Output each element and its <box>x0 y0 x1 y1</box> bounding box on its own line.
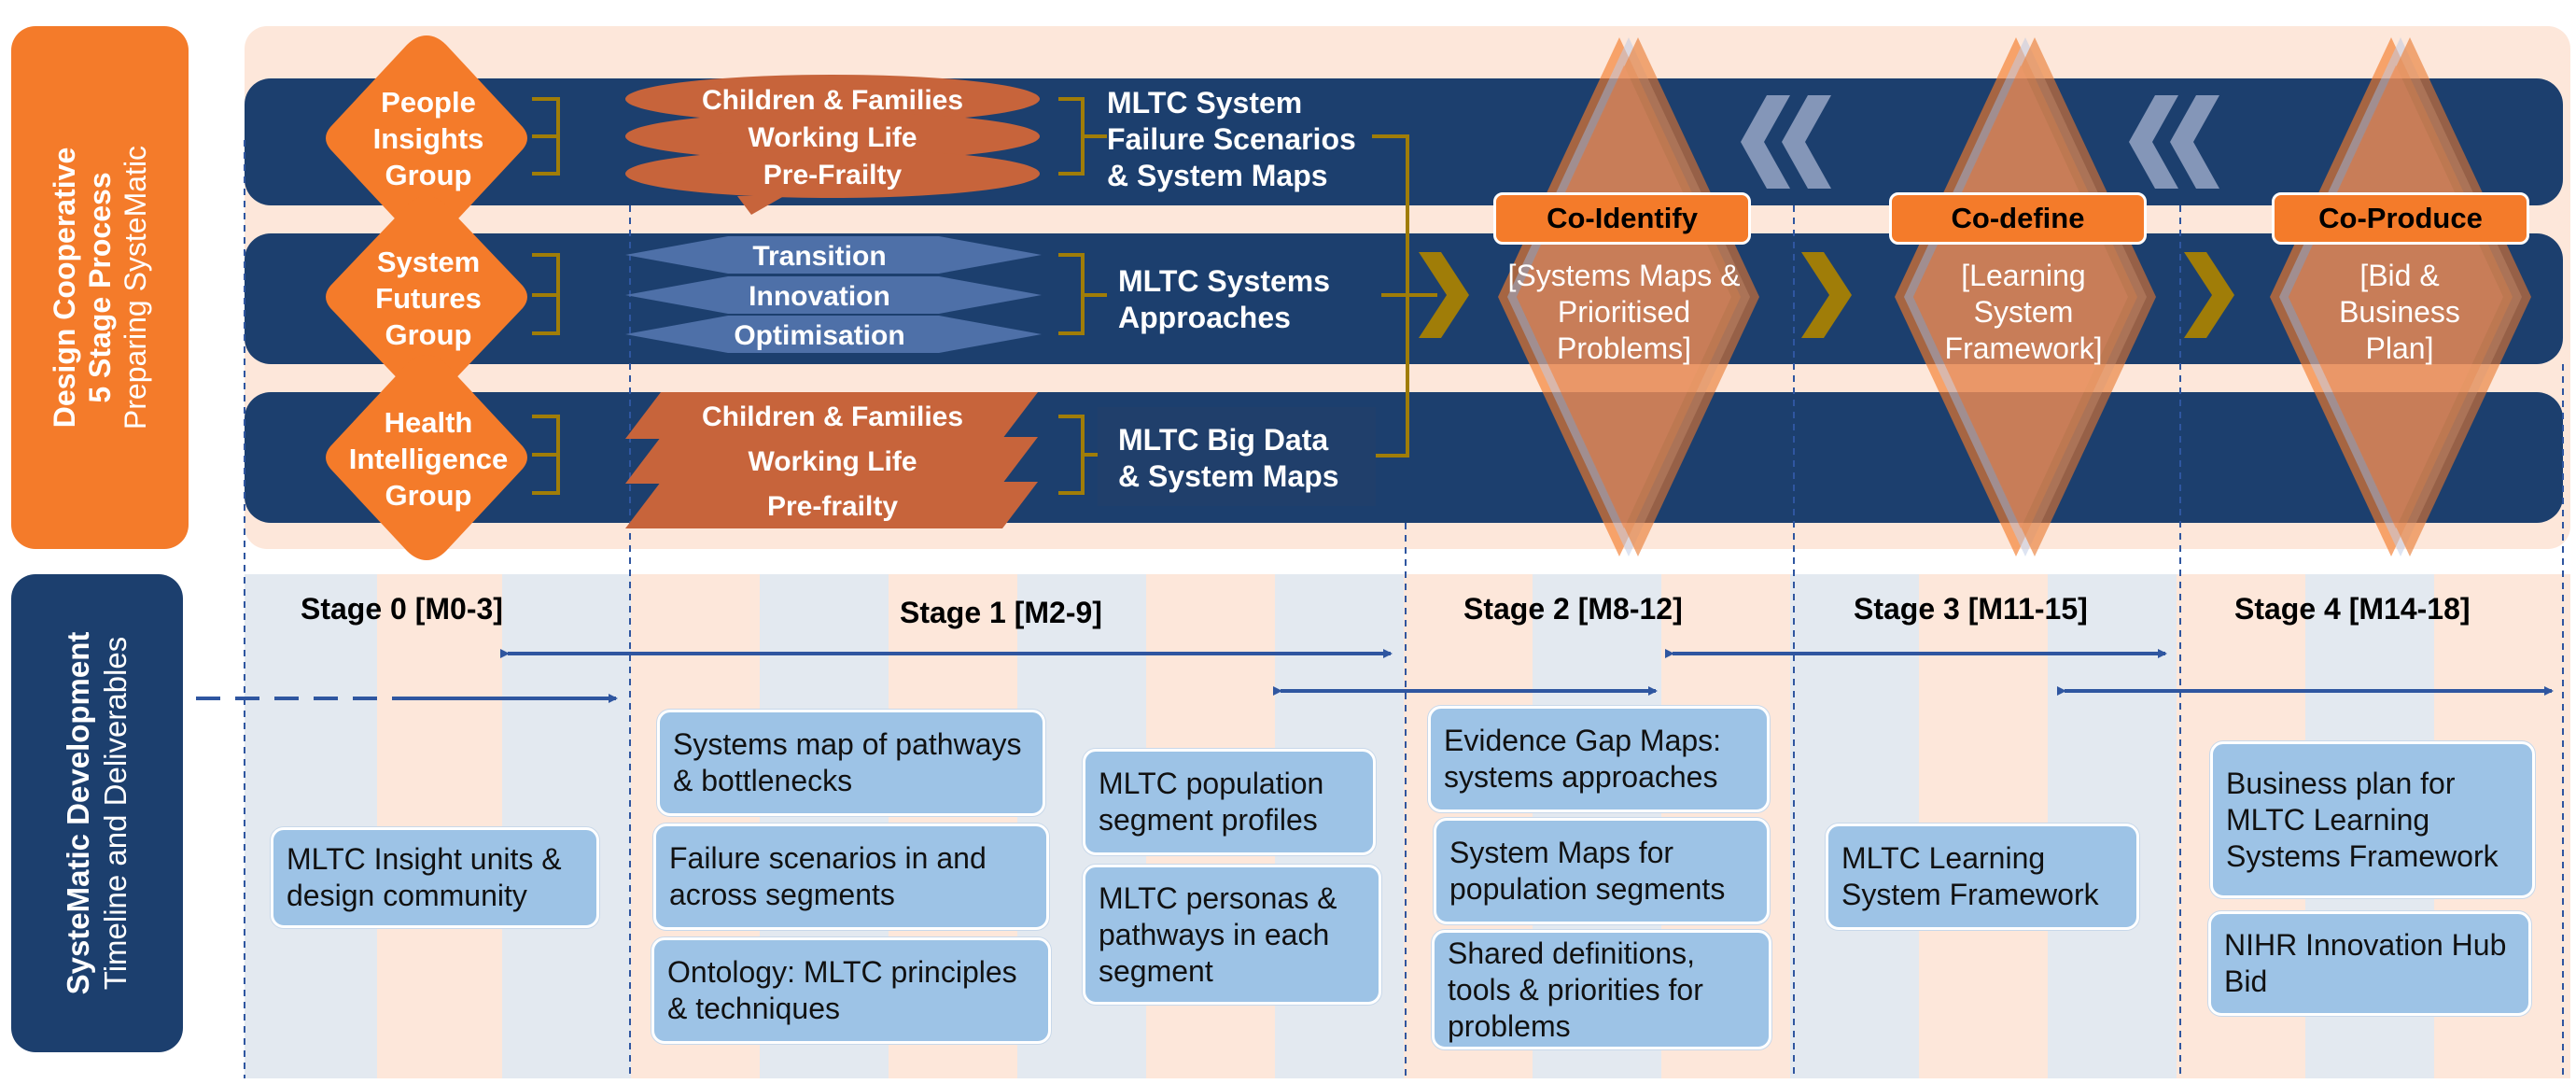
systematic-development-bar: SysteMatic Development Timeline and Deli… <box>11 574 183 1052</box>
systematic-development-title: SysteMatic Development <box>61 631 95 995</box>
bracket-connectors <box>532 97 1437 495</box>
coproduce-detail-3: Plan] <box>2366 331 2434 365</box>
row1-ellipses <box>625 75 1040 215</box>
design-cooperative-title: Design Cooperative <box>48 147 81 429</box>
health-item-2: Working Life <box>748 446 917 477</box>
deliverable-system-maps-segments: System Maps for population segments <box>1434 818 1770 924</box>
phase-title-codefine: Co-define <box>1951 202 2085 234</box>
stage-separators <box>244 140 2564 1078</box>
deliverable-systems-map: Systems map of pathways & bottlenecks <box>657 710 1045 816</box>
health-group-line2: Intelligence <box>349 443 509 475</box>
coproduce-detail-1: [Bid & <box>2359 259 2439 292</box>
group-diamonds <box>326 35 527 560</box>
futures-item-1: Transition <box>752 241 886 272</box>
five-stage-process-label: 5 Stage Process <box>83 172 117 403</box>
people-item-1: Children & Families <box>702 85 963 116</box>
health-item-1: Children & Families <box>702 401 963 432</box>
deliverable-personas: MLTC personas & pathways in each segment <box>1083 865 1381 1005</box>
stage-3-label: Stage 3 [M11-15] <box>1854 592 2088 626</box>
deliverable-business-plan: Business plan for MLTC Learning Systems … <box>2210 741 2535 898</box>
output-labels: MLTC System Failure Scenarios & System M… <box>1107 86 1356 493</box>
coidentify-detail-2: Prioritised <box>1558 295 1690 329</box>
people-group-line3: Group <box>385 159 472 191</box>
futures-group-line1: System <box>377 246 480 278</box>
codefine-detail-1: [Learning <box>1961 259 2085 292</box>
people-item-2: Working Life <box>748 122 917 153</box>
row2-shapes <box>625 236 1042 353</box>
row3-output-panel <box>1098 407 1376 506</box>
stage-4-label: Stage 4 [M14-18] <box>2234 592 2471 626</box>
row3-shapes <box>625 392 1038 528</box>
stage-1-label: Stage 1 [M2-9] <box>900 596 1102 629</box>
codefine-detail-2: System <box>1974 295 2074 329</box>
futures-item-2: Innovation <box>749 281 890 312</box>
timeline-arrows <box>401 649 2554 703</box>
phase-diamonds <box>1498 37 2531 556</box>
coproduce-detail-2: Business <box>2339 295 2460 329</box>
phase-title-coidentify: Co-Identify <box>1547 202 1698 234</box>
phase-badge-coidentify: Co-Identify <box>1493 192 1751 245</box>
people-item-3: Pre-Frailty <box>763 160 903 190</box>
futures-group-line2: Futures <box>375 282 482 315</box>
timeline-deliverables-label: Timeline and Deliverables <box>98 636 133 991</box>
people-group-line2: Insights <box>373 122 484 155</box>
people-output-line1: MLTC System <box>1107 86 1302 120</box>
deliverable-failure-scenarios: Failure scenarios in and across segments <box>653 824 1049 930</box>
group-labels: People Insights Group System Futures Gro… <box>349 86 509 512</box>
deliverable-shared-definitions: Shared definitions, tools & priorities f… <box>1432 930 1771 1049</box>
phase-details: [Systems Maps & Prioritised Problems] [L… <box>1508 259 2460 365</box>
phase-badge-codefine: Co-define <box>1889 192 2147 245</box>
health-group-line3: Group <box>385 479 472 512</box>
health-group-line1: Health <box>385 406 473 439</box>
deliverable-population-profiles: MLTC population segment profiles <box>1083 749 1376 855</box>
deliverable-evidence-gap-maps: Evidence Gap Maps: systems approaches <box>1428 706 1770 812</box>
phase-badge-coproduce: Co-Produce <box>2272 192 2529 245</box>
phase-arrows <box>1419 252 2234 338</box>
people-output-line2: Failure Scenarios <box>1107 122 1356 156</box>
deliverable-insight-units: MLTC Insight units & design community <box>271 827 599 928</box>
stage-2-label: Stage 2 [M8-12] <box>1463 592 1683 626</box>
coidentify-detail-1: [Systems Maps & <box>1508 259 1741 292</box>
people-output-line3: & System Maps <box>1107 159 1328 192</box>
preparing-systematic-label: Preparing SysteMatic <box>119 145 152 430</box>
health-output-line1: MLTC Big Data <box>1118 423 1328 457</box>
phase-title-coproduce: Co-Produce <box>2318 202 2483 234</box>
futures-output-line2: Approaches <box>1118 301 1291 334</box>
futures-output-line1: MLTC Systems <box>1118 264 1330 298</box>
deliverable-learning-system-framework: MLTC Learning System Framework <box>1826 824 2139 930</box>
health-item-3: Pre-frailty <box>767 491 898 522</box>
stage-0-label: Stage 0 [M0-3] <box>301 592 503 626</box>
deliverable-ontology: Ontology: MLTC principles & techniques <box>651 937 1051 1044</box>
codefine-detail-3: Framework] <box>1945 331 2103 365</box>
futures-item-3: Optimisation <box>734 320 904 351</box>
deliverable-nihr-bid: NIHR Innovation Hub Bid <box>2208 911 2531 1016</box>
health-output-line2: & System Maps <box>1118 459 1339 493</box>
futures-group-line3: Group <box>385 318 472 351</box>
design-cooperative-bar: Design Cooperative 5 Stage Process Prepa… <box>11 26 189 549</box>
item-labels: Children & Families Working Life Pre-Fra… <box>702 85 963 522</box>
people-group-line1: People <box>381 86 476 119</box>
coidentify-detail-3: Problems] <box>1557 331 1691 365</box>
chevrons-left <box>1741 95 2219 189</box>
